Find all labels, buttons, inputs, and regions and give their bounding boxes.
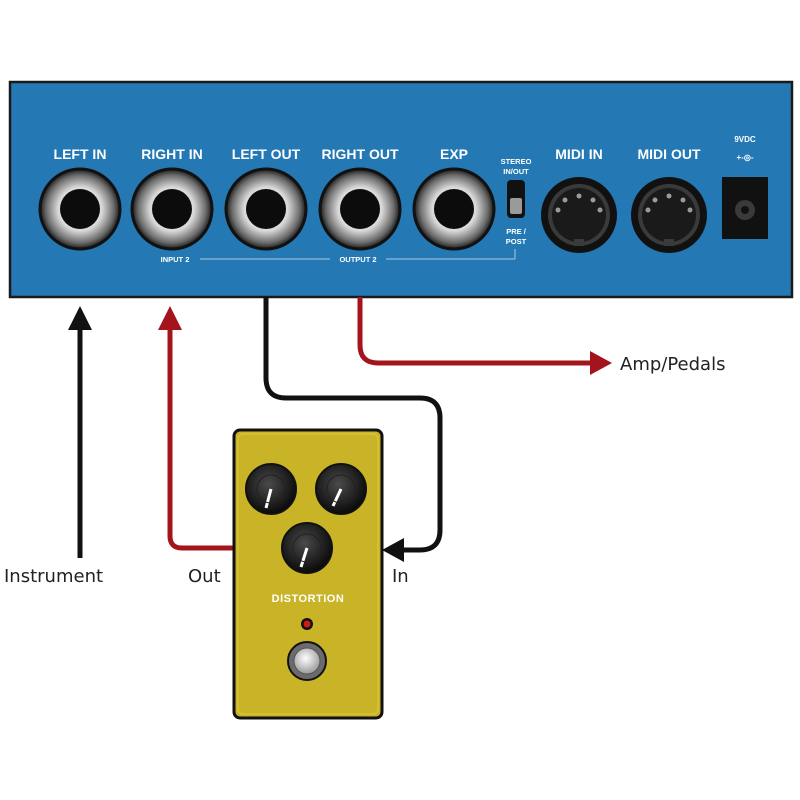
jack-left-in[interactable] [38, 167, 122, 251]
output-2-label: OUTPUT 2 [339, 255, 376, 264]
right-in-label: RIGHT IN [141, 146, 202, 162]
power-jack[interactable] [722, 177, 768, 239]
jack-right-out[interactable] [318, 167, 402, 251]
switch-top-line1: STEREO [501, 157, 532, 166]
input-output-2-bracket: INPUT 2 OUTPUT 2 [161, 249, 516, 264]
pedal-out-cable [158, 306, 236, 551]
left-out-label: LEFT OUT [232, 146, 301, 162]
out-label: Out [188, 566, 221, 587]
knob-top-left[interactable] [245, 463, 297, 515]
amp-cable [357, 297, 612, 375]
instrument-label: Instrument [4, 566, 103, 587]
amp-pedals-label: Amp/Pedals [620, 354, 725, 375]
switch-bottom-line1: PRE / [506, 227, 527, 236]
pedal-led [301, 618, 313, 630]
left-in-label: LEFT IN [54, 146, 107, 162]
midi-in-label: MIDI IN [555, 146, 602, 162]
device-panel: LEFT IN RIGHT IN LEFT OUT RIGHT OUT EXP … [8, 80, 794, 299]
stereo-pre-post-switch[interactable]: STEREO IN/OUT PRE / POST [501, 157, 532, 246]
jack-exp[interactable] [412, 167, 496, 251]
switch-top-line2: IN/OUT [503, 167, 529, 176]
midi-out-port[interactable] [631, 177, 707, 253]
exp-label: EXP [440, 146, 468, 162]
footswitch[interactable] [287, 641, 327, 681]
input-2-label: INPUT 2 [161, 255, 190, 264]
distortion-pedal[interactable]: DISTORTION [232, 428, 384, 720]
pedal-name: DISTORTION [272, 593, 345, 605]
in-label: In [392, 566, 409, 587]
switch-bottom-line2: POST [506, 237, 527, 246]
instrument-cable [68, 306, 92, 558]
power-label: 9VDC [734, 135, 756, 144]
knob-center[interactable] [281, 522, 333, 574]
right-out-label: RIGHT OUT [322, 146, 399, 162]
jack-right-in[interactable] [130, 167, 214, 251]
knob-top-right[interactable] [315, 463, 367, 515]
power-polarity: +-◎- [737, 153, 754, 162]
pedal-in-cable [263, 297, 443, 562]
midi-in-port[interactable] [541, 177, 617, 253]
midi-out-label: MIDI OUT [638, 146, 701, 162]
jack-left-out[interactable] [224, 167, 308, 251]
